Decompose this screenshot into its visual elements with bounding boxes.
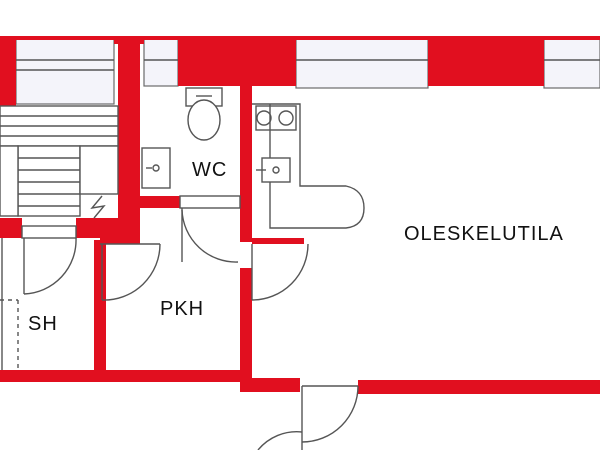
window-wc <box>143 37 179 87</box>
room-label-wc: WC <box>192 159 227 181</box>
kitchen-sink-icon <box>261 157 291 183</box>
room-label-living: OLESKELUTILA <box>404 223 564 245</box>
stove-icon <box>256 110 272 126</box>
window-living-1 <box>295 37 429 89</box>
room-label-shower: SH <box>28 313 58 335</box>
windows <box>15 37 600 105</box>
kitchenette <box>252 103 365 229</box>
walls <box>0 36 600 394</box>
room-label-utility: PKH <box>160 298 204 320</box>
sauna-benches <box>0 105 119 219</box>
window-sauna <box>15 37 115 105</box>
toilet-icon <box>187 99 221 141</box>
window-living-2 <box>543 37 600 89</box>
doors <box>21 195 359 450</box>
kitchen-counter <box>252 103 365 229</box>
wc-fixtures <box>141 87 223 189</box>
